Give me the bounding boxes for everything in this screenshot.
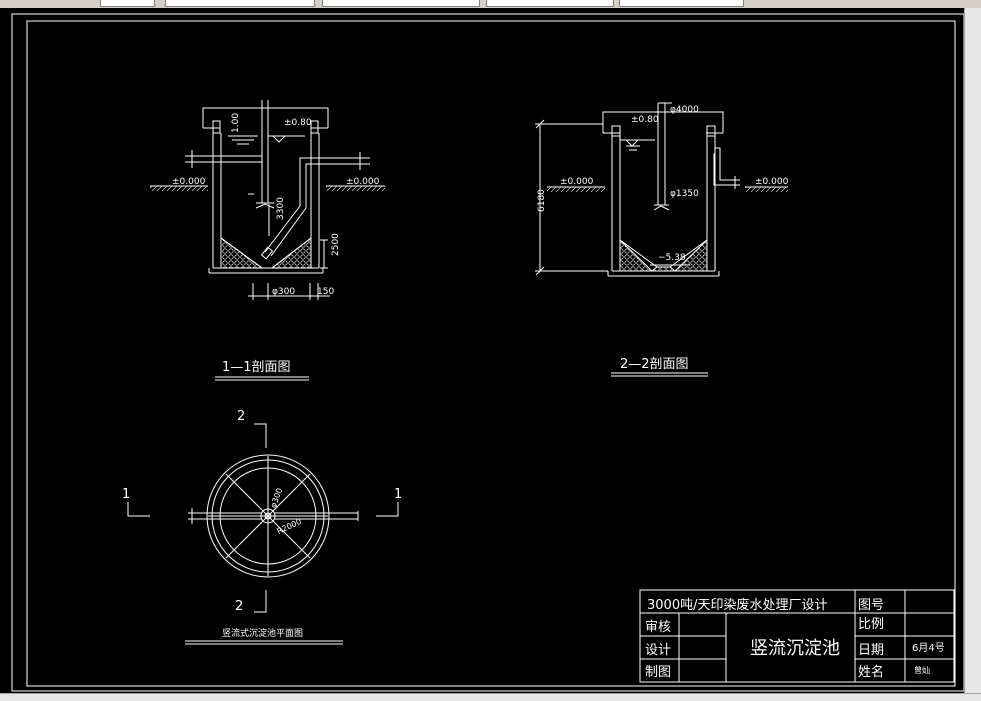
level-label: −5.38	[658, 253, 686, 263]
label-drawing-no: 图号	[858, 598, 884, 613]
sheet-inner-border	[26, 20, 956, 687]
toolbar-tab[interactable]	[322, 0, 480, 7]
dimension-label: 6180	[537, 189, 547, 212]
toolbar-tab[interactable]	[165, 0, 315, 7]
drawing-name: 竖流沉淀池	[750, 638, 840, 659]
section-1-1	[150, 100, 385, 300]
section-2-2-labels: ±0.80 φ4000 ±0.000 ±0.000 6180 φ1350 −5.…	[537, 105, 789, 263]
section-1-1-title: 1—1剖面图	[222, 360, 291, 375]
title-block-text: 3000吨/天印染废水处理厂设计 竖流沉淀池 审核 设计 制图 图号 比例 日期…	[645, 597, 945, 680]
top-toolbar-strip	[0, 0, 981, 8]
dimension-label: φ1350	[670, 189, 699, 199]
project-title: 3000吨/天印染废水处理厂设计	[647, 597, 827, 613]
cut-marker-label: 1	[122, 487, 130, 502]
cut-marker-label: 1	[394, 487, 402, 502]
date-value: 6月4号	[912, 642, 945, 654]
dimension-label: φ300	[272, 287, 295, 297]
level-label: ±0.80	[284, 118, 312, 128]
plan-view	[127, 423, 399, 613]
label-name: 姓名	[858, 664, 884, 680]
dimension-label: 3300	[276, 197, 286, 220]
toolbar-tab[interactable]	[486, 0, 614, 7]
toolbar-tab[interactable]	[619, 0, 744, 7]
vertical-scrollbar[interactable]	[964, 8, 981, 693]
toolbar-tab[interactable]	[100, 0, 155, 7]
label-scale: 比例	[858, 617, 884, 632]
cad-drawing-canvas[interactable]: ±0.80 ±0.000 ±0.000 1.00 3300 2500 φ300 …	[0, 8, 964, 693]
level-label: ±0.80	[631, 115, 659, 125]
sheet-outer-border	[11, 13, 964, 692]
row-label-design: 设计	[645, 643, 671, 658]
plan-view-title: 竖流式沉淀池平面图	[222, 627, 303, 639]
dimension-label: R2000	[276, 517, 303, 536]
dimension-label: 150	[317, 287, 334, 297]
ground-level-label: ±0.000	[755, 177, 789, 187]
title-block	[639, 589, 955, 683]
cut-marker-label: 2	[237, 409, 245, 424]
section-2-2	[535, 102, 788, 277]
horizontal-scrollbar[interactable]	[0, 693, 981, 701]
dimension-label: φ300	[269, 487, 284, 509]
row-label-draft: 制图	[645, 665, 671, 680]
ground-level-label: ±0.000	[560, 177, 594, 187]
name-value: 曾灿	[914, 665, 930, 675]
dimension-label: 1.00	[231, 113, 241, 133]
section-1-1-labels: ±0.80 ±0.000 ±0.000 1.00 3300 2500 φ300 …	[172, 113, 380, 297]
ground-level-label: ±0.000	[172, 177, 206, 187]
section-2-2-title: 2—2剖面图	[620, 357, 689, 372]
label-date: 日期	[858, 643, 884, 658]
cut-marker-label: 2	[235, 599, 243, 614]
dimension-label: φ4000	[670, 105, 699, 115]
dimension-label: 2500	[331, 233, 341, 256]
ground-level-label: ±0.000	[346, 177, 380, 187]
row-label-review: 审核	[645, 620, 671, 635]
